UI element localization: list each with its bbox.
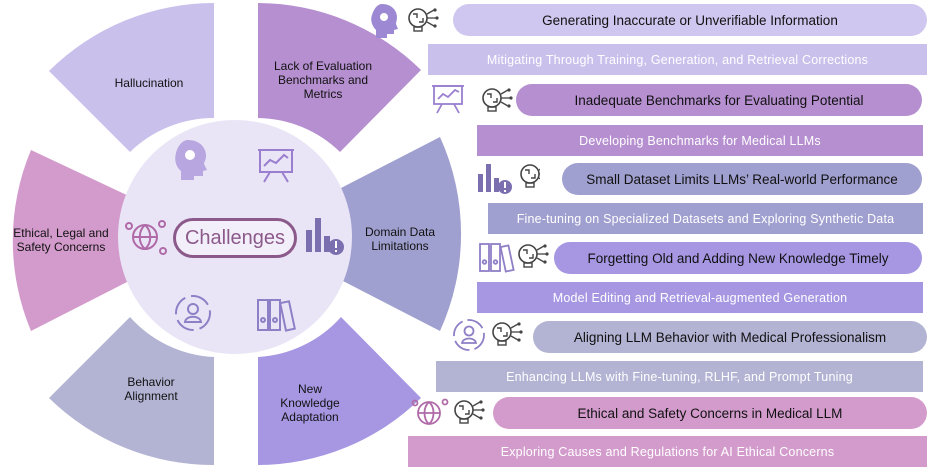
ai-circuit-icon — [518, 243, 550, 268]
right-icons — [371, 4, 540, 273]
segment-hallucination — [49, 2, 214, 153]
segment-label-behavior: Behavior Alignment — [124, 375, 178, 403]
segment-evaluation — [258, 3, 421, 152]
segment-ethical — [12, 150, 131, 331]
solution-band-3: Fine-tuning on Specialized Datasets and … — [488, 203, 923, 234]
solution-band-4: Model Editing and Retrieval-augmented Ge… — [477, 282, 923, 313]
globe-network-icon — [125, 220, 167, 255]
challenge-pill-4: Forgetting Old and Adding New Knowledge … — [554, 242, 922, 274]
segment-label-new-knowledge: New Knowledge Adaptation — [280, 382, 340, 424]
challenges-label: Challenges — [173, 218, 297, 258]
brain-head-icon — [175, 140, 207, 180]
right-icons-b — [411, 243, 550, 425]
brain-head-icon — [371, 4, 398, 38]
segment-label-ethical: Ethical, Legal and Safety Concerns — [13, 226, 109, 254]
segment-label-domain-data: Domain Data Limitations — [364, 225, 436, 253]
binders-icon — [479, 243, 515, 273]
ai-circuit-icon — [454, 399, 486, 424]
solution-band-6: Exploring Causes and Regulations for AI … — [408, 436, 927, 467]
solution-band-2: Developing Benchmarks for Medical LLMs — [477, 125, 923, 156]
bar-chart-warning-icon — [306, 218, 344, 255]
person-cycle-icon — [453, 319, 485, 351]
person-cycle-icon — [175, 295, 211, 331]
bar-chart-warning-icon — [478, 164, 512, 194]
segment-domain-data — [341, 137, 462, 331]
solution-band-5: Enhancing LLMs with Fine-tuning, RLHF, a… — [436, 361, 923, 392]
presentation-chart-icon — [432, 85, 464, 114]
globe-network-icon — [411, 398, 449, 425]
solution-band-1: Mitigating Through Training, Generation,… — [428, 44, 927, 75]
segment-label-evaluation: Lack of Evaluation Benchmarks and Metric… — [273, 59, 373, 101]
challenge-pill-2: Inadequate Benchmarks for Evaluating Pot… — [516, 84, 922, 116]
ai-circuit-icon — [492, 321, 524, 346]
segment-new-knowledge — [258, 317, 421, 465]
presentation-chart-icon — [258, 149, 294, 183]
segment-behavior — [49, 317, 214, 466]
challenge-pill-5: Aligning LLM Behavior with Medical Profe… — [533, 321, 927, 353]
binders-icon — [257, 299, 296, 332]
challenge-pill-1: Generating Inaccurate or Unverifiable In… — [453, 4, 927, 36]
challenge-pill-3: Small Dataset Limits LLMs’ Real-world Pe… — [562, 163, 922, 195]
challenge-pill-6: Ethical and Safety Concerns in Medical L… — [493, 397, 927, 429]
segment-label-hallucination: Hallucination — [114, 76, 184, 90]
